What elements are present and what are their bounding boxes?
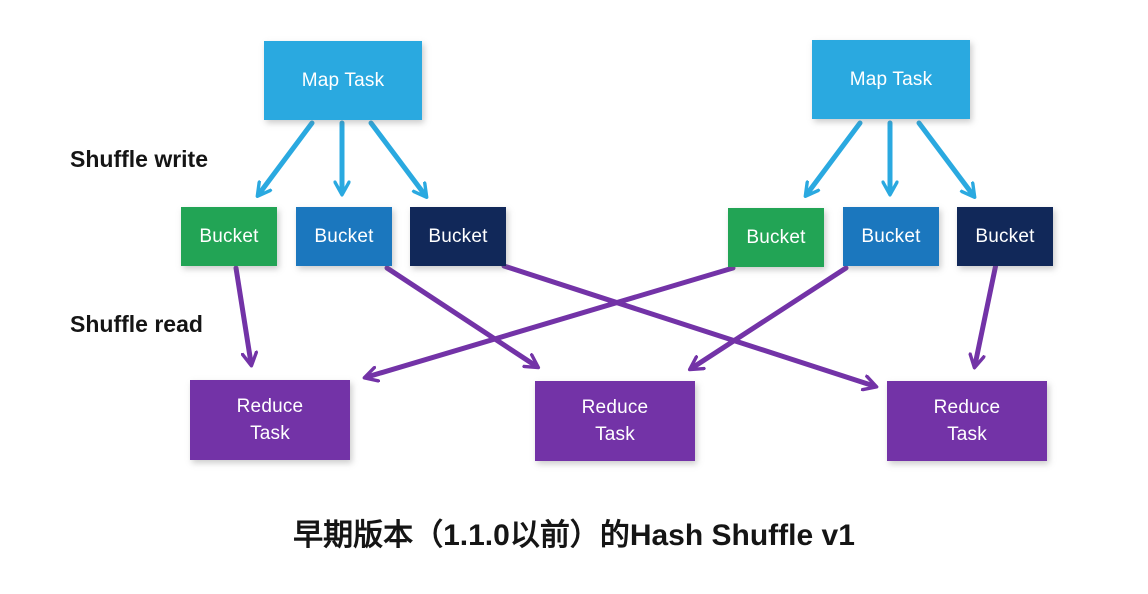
edge-bucket5-reduce2 (692, 265, 849, 368)
bucket-2-label: Bucket (314, 225, 374, 247)
bucket-5-label: Bucket (861, 225, 921, 247)
bucket-1-label: Bucket (199, 225, 259, 247)
edge-map2-bucket6 (916, 120, 973, 195)
edge-map2-bucket4 (807, 120, 863, 194)
bucket-6: Bucket (957, 207, 1053, 266)
reduce-task-3: Reduce Task (887, 381, 1047, 461)
reduce-task-1-label-line2: Task (250, 423, 290, 444)
bucket-4-label: Bucket (746, 226, 806, 248)
map-task-1: Map Task (264, 41, 422, 120)
bucket-1: Bucket (181, 207, 277, 266)
bucket-2: Bucket (296, 207, 392, 266)
reduce-task-2: Reduce Task (535, 381, 695, 461)
bucket-3: Bucket (410, 207, 506, 266)
edge-map1-bucket3 (368, 120, 425, 195)
reduce-task-1-label-line1: Reduce (236, 396, 304, 417)
edge-bucket3-reduce3 (501, 263, 874, 386)
edge-bucket4-reduce1 (367, 265, 736, 377)
edge-bucket2-reduce2 (384, 265, 536, 366)
edge-map1-bucket1 (259, 120, 315, 194)
bucket-4: Bucket (728, 208, 824, 267)
map-task-1-label: Map Task (301, 69, 385, 91)
bucket-5: Bucket (843, 207, 939, 266)
reduce-task-1: Reduce Task (190, 380, 350, 460)
diagram-caption: 早期版本（1.1.0以前）的Hash Shuffle v1 (293, 519, 855, 552)
reduce-task-3-label-line1: Reduce (933, 397, 1001, 418)
reduce-task-2-label-line2: Task (595, 424, 635, 445)
shuffle-read-label: Shuffle read (70, 311, 203, 337)
edge-bucket6-reduce3 (975, 261, 999, 365)
reduce-task-2-label-line1: Reduce (581, 397, 649, 418)
shuffle-write-label: Shuffle write (70, 146, 209, 172)
bucket-6-label: Bucket (975, 225, 1035, 247)
bucket-3-label: Bucket (428, 225, 488, 247)
reduce-task-3-label-line2: Task (947, 424, 987, 445)
map-task-2: Map Task (812, 40, 970, 119)
edge-bucket1-reduce1 (233, 265, 251, 363)
map-task-2-label: Map Task (849, 68, 933, 90)
